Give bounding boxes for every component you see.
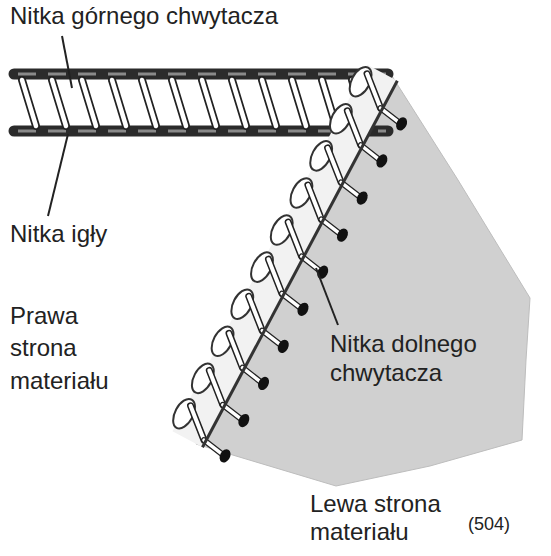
overlock-seam [164,62,423,465]
thread-label-box: Nitka górnego chwytacza [10,2,430,31]
thread-label-box: Nitka dolnego chwytacza [330,330,505,388]
leader-lines [48,36,338,325]
fabric-side-label-box: Prawa strona materiału [10,300,130,397]
callout-number-box: (504) [468,514,538,536]
fabric-side-label: Lewa strona materiału [310,490,460,545]
callout-number: (504) [468,514,538,536]
thread-label: Nitka górnego chwytacza [10,2,430,31]
fabric-side-label-box: Lewa strona materiału [310,490,460,545]
thread-label: Nitka igły [10,220,210,249]
thread-label-box: Nitka igły [10,220,210,249]
thread-label: Nitka dolnego chwytacza [330,330,505,388]
fabric-side-label: Prawa strona materiału [10,300,130,397]
